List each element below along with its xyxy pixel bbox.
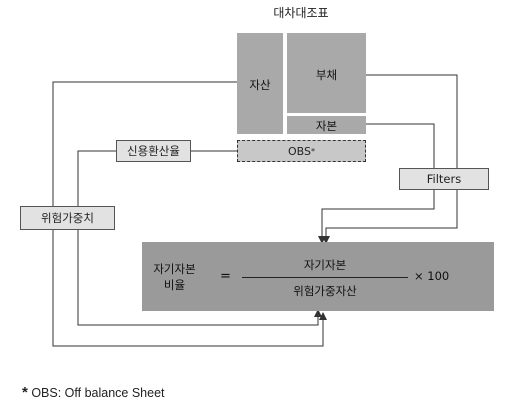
- obs-label: OBS: [288, 144, 311, 158]
- capital-block: 자본: [287, 116, 366, 134]
- formula-numerator: 자기자본: [303, 258, 347, 272]
- footnote: * OBS: Off balance Sheet: [22, 384, 165, 401]
- fraction-bar: [242, 277, 408, 278]
- formula-lhs-line1: 자기자본: [153, 262, 196, 276]
- asset-block: 자산: [237, 33, 283, 134]
- capital-ratio-formula-box: 자기자본 비율 = 자기자본 위험가중자산 × 100: [142, 242, 494, 311]
- asset-label: 자산: [249, 78, 271, 92]
- footnote-asterisk: *: [22, 384, 28, 401]
- risk-weight-label: 위험가중치: [41, 211, 94, 225]
- footnote-text: OBS: Off balance Sheet: [31, 386, 165, 400]
- filters-label: Filters: [426, 172, 462, 186]
- formula-multiplier: × 100: [414, 269, 450, 283]
- formula-equals: =: [220, 269, 231, 284]
- credit-conversion-label: 신용환산율: [127, 144, 180, 158]
- risk-weight-box: 위험가중치: [20, 206, 115, 230]
- asset-to-formula-line: [52, 81, 327, 347]
- liability-block: 부채: [287, 33, 366, 113]
- formula-lhs-line2: 비율: [163, 278, 186, 292]
- liability-to-formula-line: [322, 74, 458, 244]
- filters-box: Filters: [399, 168, 489, 190]
- obs-asterisk: *: [311, 146, 315, 156]
- credit-conversion-box: 신용환산율: [116, 140, 191, 162]
- formula-denominator: 위험가중자산: [293, 284, 357, 298]
- obs-box: OBS*: [237, 140, 366, 162]
- capital-to-filters-line: [318, 123, 435, 244]
- capital-label: 자본: [315, 119, 338, 133]
- balance-sheet-title: 대차대조표: [273, 6, 329, 20]
- liability-label: 부채: [315, 68, 338, 82]
